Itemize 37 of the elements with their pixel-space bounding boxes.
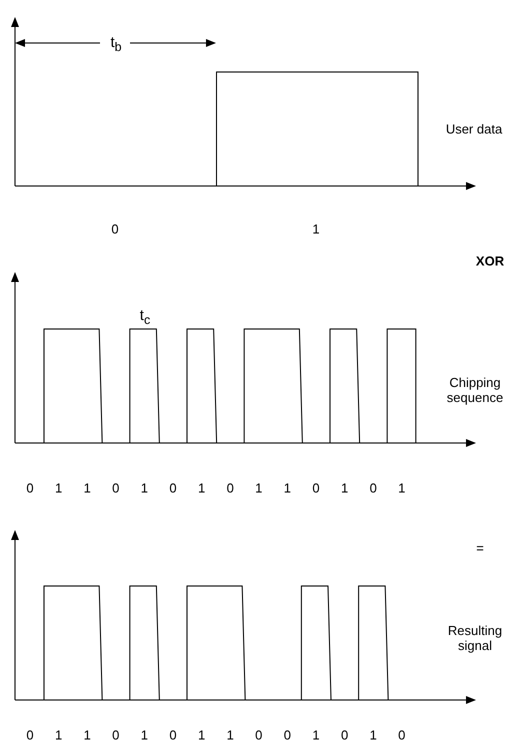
bit-label: 1 (255, 480, 262, 496)
bit-label: 1 (84, 480, 91, 496)
bit-label: 1 (340, 480, 348, 496)
operator-label: XOR (476, 254, 504, 268)
signal-label: User data (446, 122, 502, 136)
bit-label: 0 (255, 728, 262, 742)
bit-label: 0 (26, 728, 34, 742)
bit-label: 1 (312, 728, 320, 742)
bit-label: 1 (312, 222, 320, 236)
bit-label: 0 (226, 480, 234, 496)
bit-label: 0 (112, 480, 120, 496)
bit-label: 1 (284, 480, 291, 496)
time-label: t$_{c}$ (140, 308, 150, 328)
bit-label: 1 (54, 728, 62, 742)
bit-label: 0 (284, 728, 291, 742)
bit-label: 0 (169, 728, 177, 742)
bit-label: 0 (26, 480, 34, 496)
signal-label: Resulting signal (446, 623, 504, 653)
bit-label: 0 (340, 728, 348, 742)
bit-label: 1 (54, 480, 62, 496)
bit-label: 1 (198, 480, 206, 496)
bit-label: 0 (370, 480, 377, 496)
signal-label: Chipping sequence (446, 375, 504, 405)
bit-label: 1 (226, 728, 234, 742)
bit-label: 1 (140, 480, 148, 496)
bit-label: 1 (370, 728, 377, 742)
bit-label: 1 (198, 728, 206, 742)
operator-label: = (476, 540, 484, 556)
bit-label: 1 (140, 728, 148, 742)
bit-label: 0 (111, 222, 119, 236)
bit-label: 0 (398, 728, 406, 742)
time-label: t$_{b}$ (110, 35, 122, 55)
bit-label: 0 (112, 728, 120, 742)
bit-label: 0 (312, 480, 320, 496)
bit-label: 1 (398, 480, 406, 496)
bit-label: 1 (84, 728, 91, 742)
bit-label: 0 (169, 480, 177, 496)
